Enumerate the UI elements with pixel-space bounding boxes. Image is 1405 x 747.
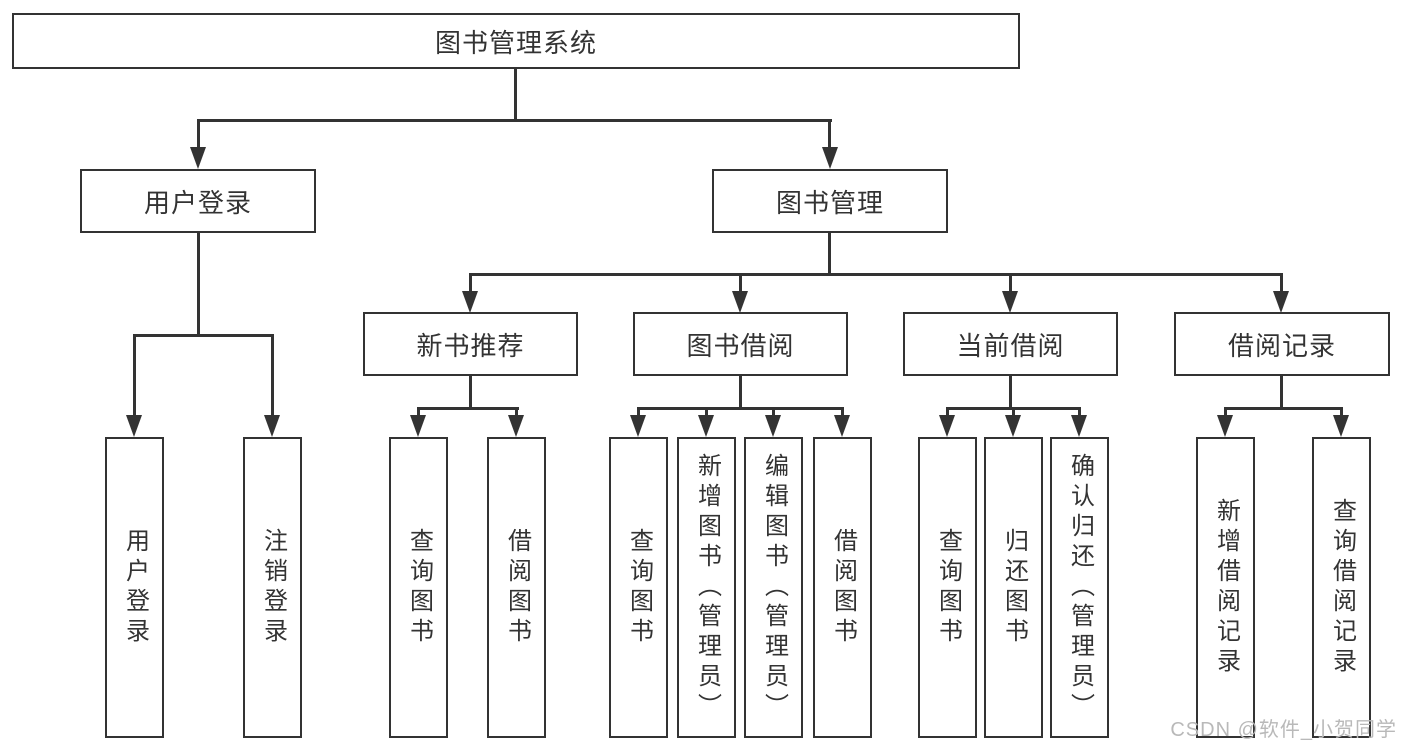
node-library-management-system: 图书管理系统 — [12, 13, 1020, 69]
connector-line — [946, 407, 949, 419]
node-current-borrowing: 当前借阅 — [903, 312, 1118, 376]
connector-line — [1224, 407, 1227, 419]
arrow-down-icon — [410, 415, 426, 437]
connector-line — [828, 119, 831, 150]
connector-line — [739, 273, 742, 295]
connector-line — [417, 407, 519, 410]
leaf-confirm-return-admin: 确认归还（管理员） — [1050, 437, 1109, 738]
connector-line — [739, 375, 742, 409]
leaf-query-books-current: 查询图书 — [918, 437, 977, 738]
leaf-label: 借阅图书 — [829, 527, 857, 648]
connector-line — [469, 273, 1282, 276]
leaf-label: 查询图书 — [405, 527, 433, 648]
arrow-down-icon — [462, 291, 478, 313]
connector-line — [469, 375, 472, 409]
connector-line — [1009, 273, 1012, 295]
connector-line — [1009, 375, 1012, 409]
connector-line — [1340, 407, 1343, 419]
arrow-down-icon — [508, 415, 524, 437]
leaf-label: 归还图书 — [1000, 527, 1028, 648]
leaf-label: 用户登录 — [121, 527, 149, 648]
node-book-borrowing: 图书借阅 — [633, 312, 848, 376]
arrow-down-icon — [1217, 415, 1233, 437]
connector-line — [133, 334, 136, 417]
arrow-down-icon — [126, 415, 142, 437]
arrow-down-icon — [834, 415, 850, 437]
leaf-query-borrow-record: 查询借阅记录 — [1312, 437, 1371, 738]
arrow-down-icon — [1005, 415, 1021, 437]
leaf-label: 确认归还（管理员） — [1066, 452, 1094, 723]
leaf-label: 查询借阅记录 — [1328, 497, 1356, 678]
leaf-add-borrow-record: 新增借阅记录 — [1196, 437, 1255, 738]
leaf-label: 查询图书 — [934, 527, 962, 648]
connector-line — [197, 119, 200, 150]
connector-line — [637, 407, 844, 410]
node-user-login: 用户登录 — [80, 169, 316, 233]
leaf-add-books-admin: 新增图书（管理员） — [677, 437, 736, 738]
arrow-down-icon — [732, 291, 748, 313]
connector-line — [772, 407, 775, 419]
arrow-down-icon — [765, 415, 781, 437]
connector-line — [514, 69, 517, 121]
connector-line — [1280, 273, 1283, 295]
connector-line — [1012, 407, 1015, 419]
arrow-down-icon — [822, 147, 838, 169]
connector-line — [1224, 407, 1343, 410]
connector-line — [271, 334, 274, 417]
leaf-logout: 注销登录 — [243, 437, 302, 738]
connector-line — [637, 407, 640, 419]
arrow-down-icon — [1333, 415, 1349, 437]
connector-line — [841, 407, 844, 419]
arrow-down-icon — [939, 415, 955, 437]
leaf-label: 借阅图书 — [503, 527, 531, 648]
leaf-label: 编辑图书（管理员） — [760, 452, 788, 723]
arrow-down-icon — [264, 415, 280, 437]
node-new-book-recommendation: 新书推荐 — [363, 312, 578, 376]
connector-line — [197, 233, 200, 337]
leaf-label: 新增借阅记录 — [1212, 497, 1240, 678]
connector-line — [1078, 407, 1081, 419]
arrow-down-icon — [190, 147, 206, 169]
leaf-borrow-books-recommend: 借阅图书 — [487, 437, 546, 738]
leaf-label: 注销登录 — [259, 527, 287, 648]
leaf-borrow-books: 借阅图书 — [813, 437, 872, 738]
connector-line — [1280, 375, 1283, 409]
connector-line — [705, 407, 708, 419]
connector-line — [417, 407, 420, 419]
leaf-edit-books-admin: 编辑图书（管理员） — [744, 437, 803, 738]
arrow-down-icon — [1002, 291, 1018, 313]
connector-line — [133, 334, 274, 337]
leaf-label: 新增图书（管理员） — [693, 452, 721, 723]
node-book-management: 图书管理 — [712, 169, 948, 233]
leaf-label: 查询图书 — [625, 527, 653, 648]
node-borrowing-records: 借阅记录 — [1174, 312, 1390, 376]
connector-line — [828, 233, 831, 275]
connector-line — [515, 407, 518, 419]
leaf-return-books: 归还图书 — [984, 437, 1043, 738]
connector-line — [469, 273, 472, 295]
leaf-user-login: 用户登录 — [105, 437, 164, 738]
arrow-down-icon — [1071, 415, 1087, 437]
leaf-query-books-recommend: 查询图书 — [389, 437, 448, 738]
connector-line — [197, 119, 832, 122]
arrow-down-icon — [698, 415, 714, 437]
arrow-down-icon — [630, 415, 646, 437]
leaf-query-books-borrowing: 查询图书 — [609, 437, 668, 738]
arrow-down-icon — [1273, 291, 1289, 313]
